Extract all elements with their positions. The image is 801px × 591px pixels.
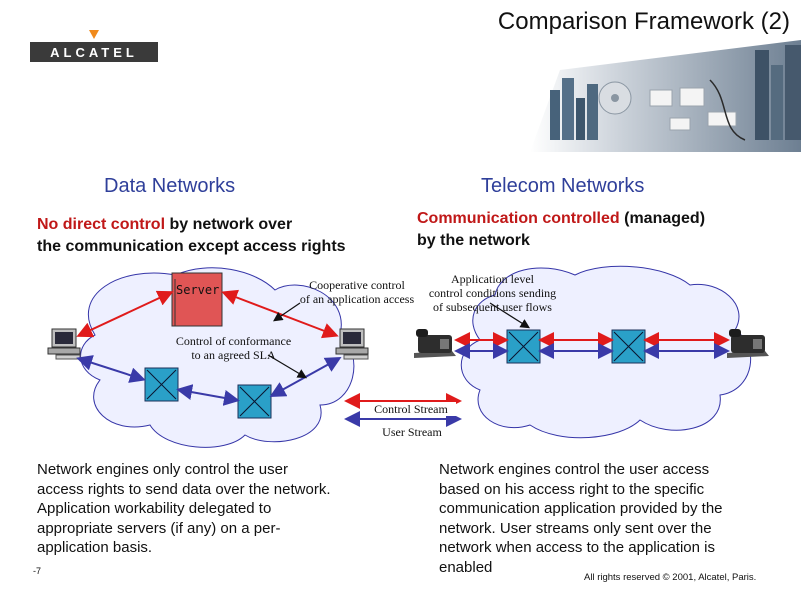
right-summary-line2: by the network [417, 232, 530, 249]
user-stream-arrow-left [76, 355, 146, 383]
page-title: Comparison Framework (2) [497, 8, 790, 35]
header-decorative-art [530, 40, 801, 152]
right-summary-rest: (managed) [619, 210, 706, 227]
cable-icon [709, 79, 746, 141]
city-skyline-icon [550, 45, 801, 140]
logo-text: ALCATEL [50, 45, 138, 60]
telephone-right-icon [727, 329, 769, 358]
copyright-notice: All rights reserved © 2001, Alcatel, Par… [584, 572, 757, 583]
left-heading: Data Networks [104, 175, 236, 197]
control-stream-arrow-left [76, 290, 174, 338]
right-summary-emphasis: Communication controlled [417, 210, 620, 227]
switch-node-right-2-icon [611, 329, 646, 364]
logo-triangle-icon [89, 30, 99, 39]
conformance-label: Control of conformance to an agreed SLA [175, 334, 292, 362]
server-label: Server [176, 283, 219, 297]
left-summary: No direct control by network over the co… [37, 214, 407, 258]
legend-control-stream: Control Stream [374, 402, 448, 416]
application-level-label: Application level control conditions sen… [428, 272, 557, 314]
telephone-left-icon [414, 329, 456, 358]
legend-user-stream: User Stream [382, 425, 442, 439]
switch-node-left-1-icon [144, 367, 179, 402]
computer-center-icon [335, 328, 369, 360]
switch-node-right-1-icon [506, 329, 541, 364]
server-box [171, 272, 223, 327]
user-stream-arrow-middle [176, 384, 240, 406]
right-body-text: Network engines control the user access … [439, 461, 723, 576]
pointer-arrow-cooperative [273, 302, 301, 322]
left-summary-line2: the communication except access rights [37, 238, 346, 255]
pointer-arrow-application [489, 302, 531, 329]
right-summary: Communication controlled (managed) by th… [417, 208, 787, 252]
pointer-arrow-conformance [267, 354, 308, 379]
switch-node-left-2-icon [237, 384, 272, 419]
alcatel-logo: ALCATEL [30, 30, 158, 62]
page-number: -7 [33, 566, 42, 576]
left-summary-rest: by network over [165, 216, 293, 233]
cooperative-control-label: Cooperative control of an application ac… [299, 278, 415, 306]
right-heading: Telecom Networks [481, 175, 645, 197]
network-diagram: Server [47, 265, 769, 448]
left-summary-emphasis: No direct control [37, 216, 166, 233]
left-body-text: Network engines only control the user ac… [37, 461, 331, 556]
computer-left-icon [47, 328, 81, 360]
